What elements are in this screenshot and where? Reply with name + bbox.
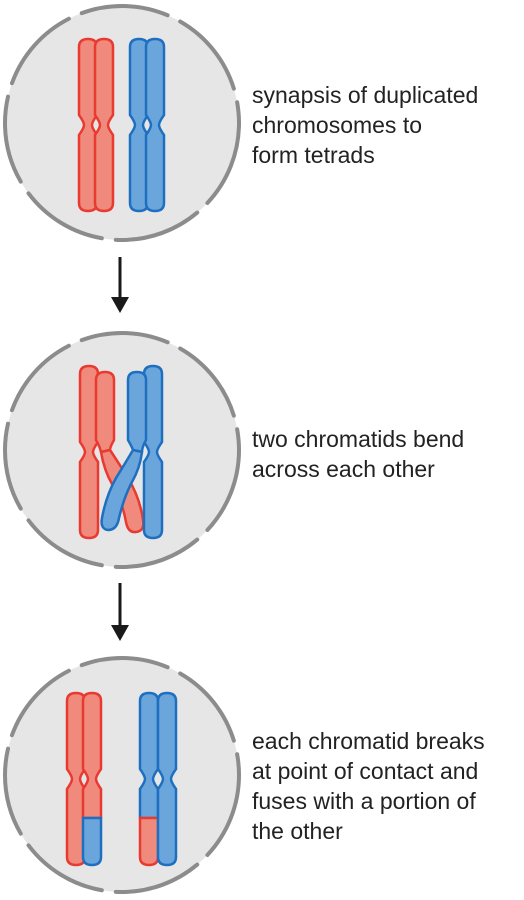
stage-1-cell <box>3 4 241 242</box>
caption-line: chromosomes to <box>252 112 423 138</box>
caption-line: two chromatids bend <box>252 426 465 452</box>
blue-chromatid-bent-lower <box>100 448 144 532</box>
caption-line: fuses with a portion of <box>252 788 476 814</box>
caption-line: synapsis of duplicated <box>252 82 479 108</box>
stage-2-caption: two chromatids bend across each other <box>252 424 520 484</box>
red-chromatid-recombinant-upper <box>81 691 103 820</box>
stage-3-caption: each chromatid breaks at point of contac… <box>252 726 520 846</box>
cell-interior <box>5 6 239 240</box>
blue-chromosome-recombinant <box>138 691 178 867</box>
blue-chromatid-bent-upper <box>126 370 148 454</box>
nuclear-membrane-dashed <box>3 4 241 242</box>
caption-line: across each other <box>252 456 435 482</box>
arrow-down-icon <box>111 583 129 641</box>
caption-line: form tetrads <box>252 142 375 168</box>
caption-line: at point of contact and <box>252 758 479 784</box>
stage-2-cell <box>3 331 241 569</box>
nuclear-membrane-dashed <box>3 331 241 569</box>
blue-chromatid-recombinant-upper <box>138 691 160 820</box>
blue-chromosome <box>100 364 164 540</box>
red-chromosome-recombinant <box>65 691 103 867</box>
stage-3-cell <box>3 656 241 894</box>
blue-segment-on-red <box>81 816 103 867</box>
stage-1-caption: synapsis of duplicated chromosomes to fo… <box>252 80 520 170</box>
red-segment-on-blue <box>138 816 160 867</box>
arrow-down-icon <box>111 257 129 313</box>
cell-interior <box>5 333 239 567</box>
red-chromatid-bent-upper <box>94 370 116 454</box>
caption-line: the other <box>252 818 343 844</box>
nuclear-membrane-dashed <box>3 656 241 894</box>
caption-line: each chromatid breaks <box>252 728 485 754</box>
cell-interior <box>5 658 239 892</box>
